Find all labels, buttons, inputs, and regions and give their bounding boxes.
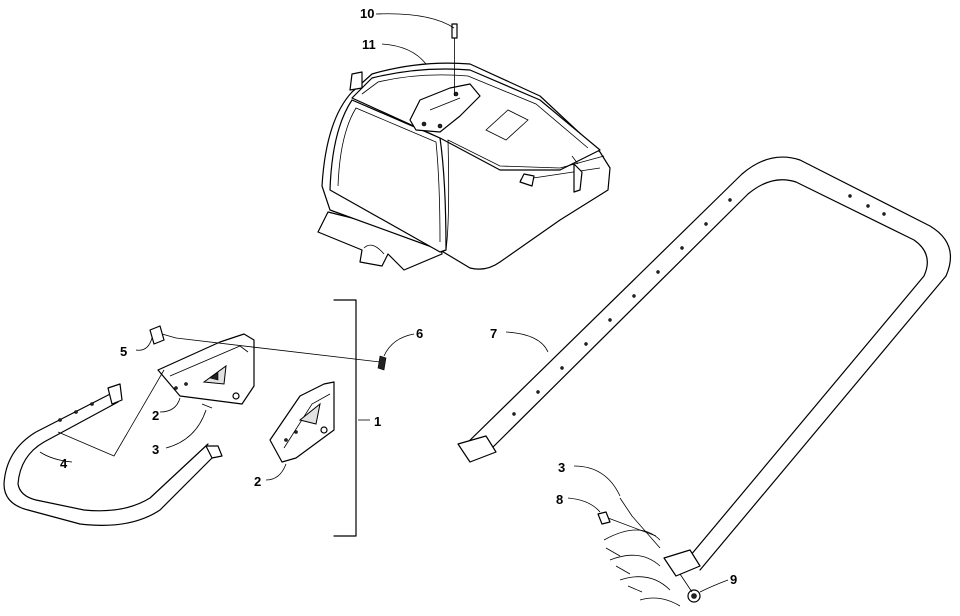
callout-10: 10 [360,6,374,21]
assembly-bracket [333,299,357,537]
callout-1: 1 [374,414,381,429]
callout-3-right: 3 [558,460,565,475]
callout-8: 8 [556,492,563,507]
bracket-upper [157,333,255,405]
bolt-8 [597,511,657,537]
mounting-holes [512,194,886,416]
clip-6 [377,355,387,371]
callout-11: 11 [362,37,376,52]
callout-2-upper: 2 [152,408,159,423]
callout-4: 4 [60,456,68,471]
pin-3-right [619,497,661,549]
callout-9: 9 [730,572,737,587]
callout-3-left: 3 [152,442,159,457]
leader-lines [39,13,729,593]
pin-3-left [201,403,213,409]
callout-7: 7 [490,326,497,341]
callout-2-lower: 2 [254,474,261,489]
screw-10 [451,23,458,96]
callout-5: 5 [120,344,127,359]
grab-handle-loop [457,156,952,607]
guide-line [57,369,165,457]
callout-6: 6 [416,326,423,341]
bracket-lower [269,381,335,463]
nut-9 [679,573,701,603]
storage-bag [317,62,611,271]
bumper-bar [3,383,223,526]
bolt-5 [149,325,381,363]
